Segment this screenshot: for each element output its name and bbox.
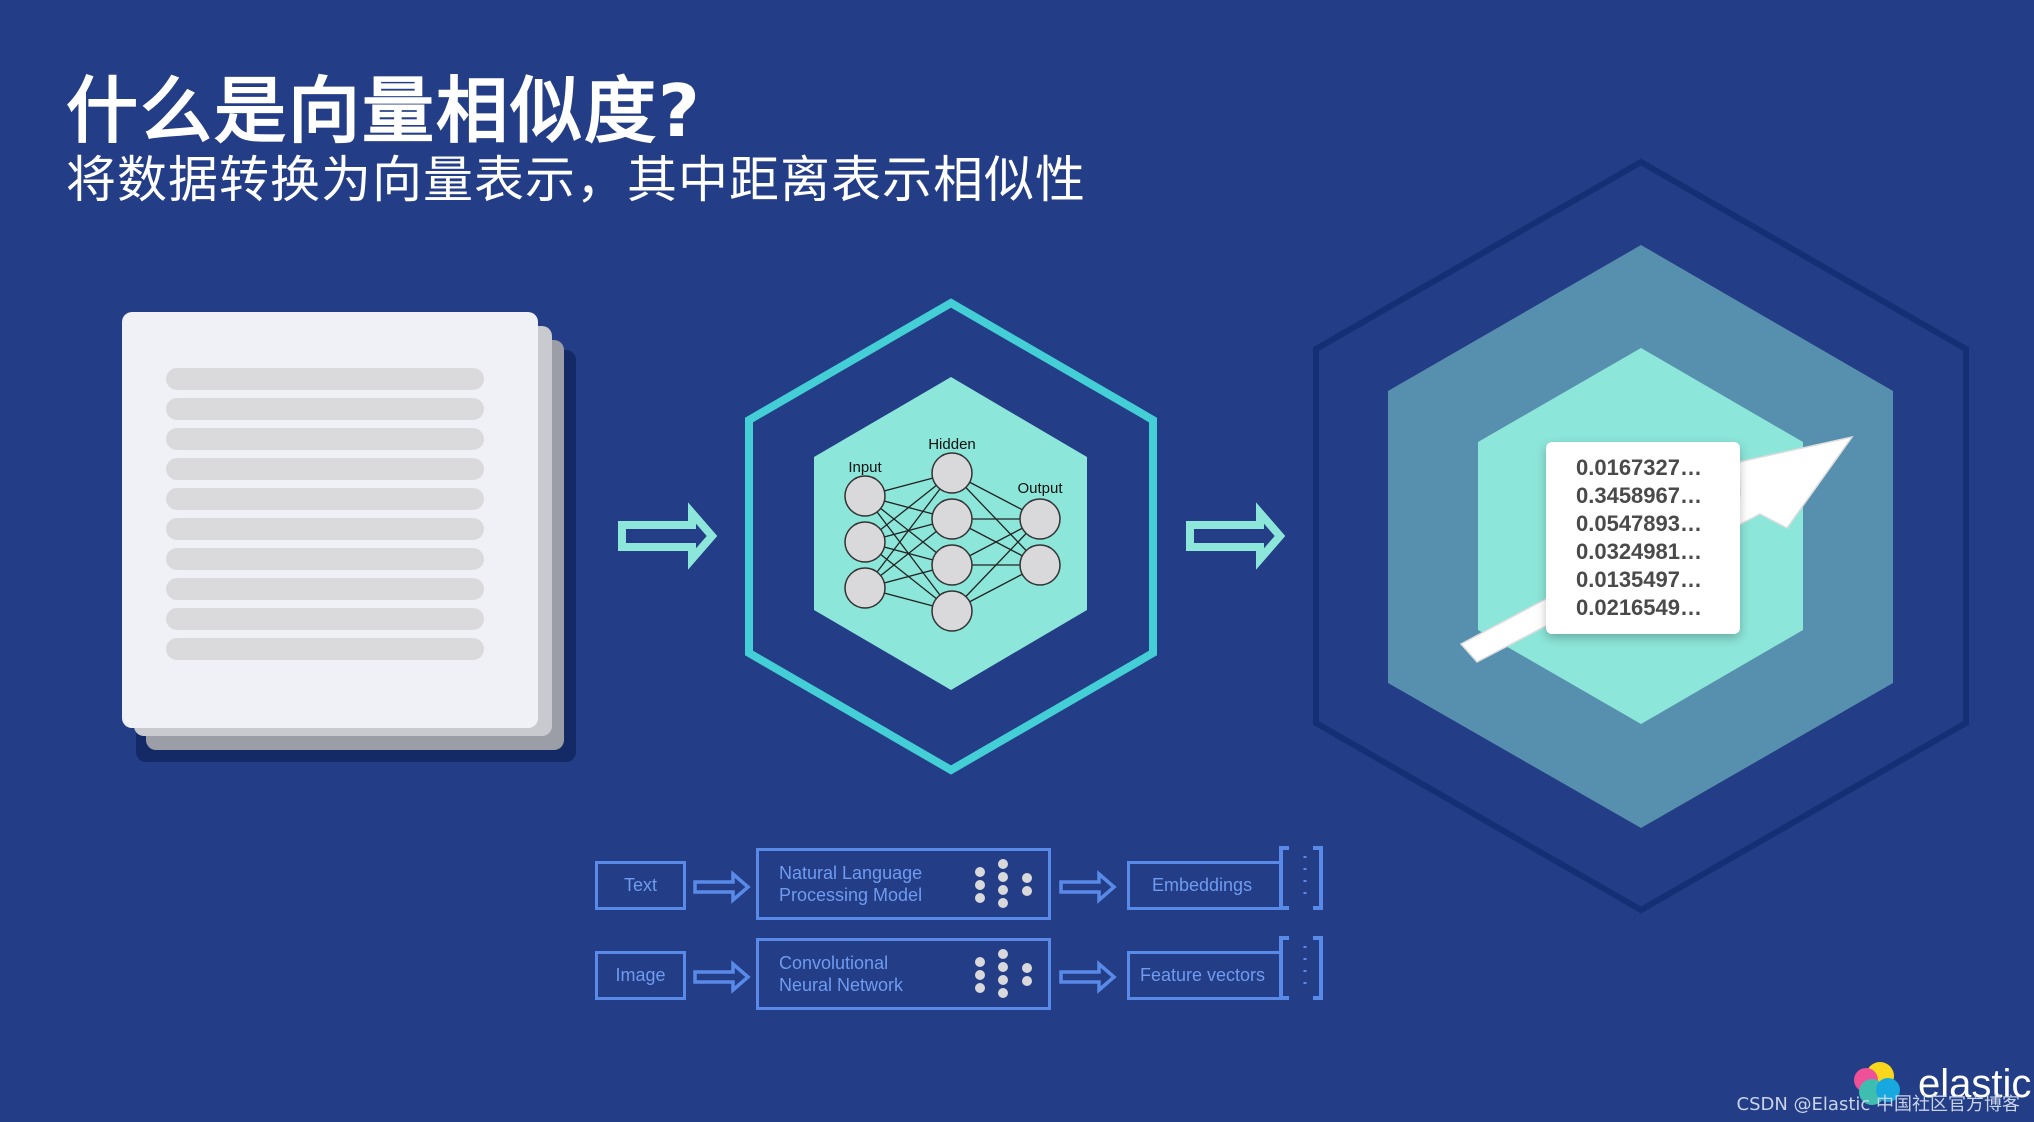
pipeline-input-label: Image: [615, 965, 666, 985]
elastic-logo-text: elastic: [1918, 1062, 2032, 1106]
pipeline-input-box: Text: [595, 861, 686, 910]
slide-subtitle: 将数据转换为向量表示，其中距离表示相似性: [66, 151, 1086, 209]
pipeline-input-label: Text: [623, 875, 657, 895]
pipeline-output-box: Feature vectors: [1127, 951, 1279, 1000]
pipeline-output-box: Embeddings: [1127, 861, 1279, 910]
watermark-text: CSDN @Elastic 中国社区官方博客: [1736, 1094, 2021, 1115]
vector-value: 0.0216549…: [1576, 595, 1702, 620]
slide-title: 什么是向量相似度?: [66, 69, 702, 153]
output-layer-label: Output: [1017, 480, 1063, 497]
hidden-layer-label: Hidden: [928, 436, 976, 453]
pipeline-model-label: Neural Network: [779, 975, 904, 995]
pipeline-model-label: Processing Model: [779, 885, 923, 905]
pipeline-model-box: Convolutional Neural Network: [756, 938, 1051, 1010]
arrow-right-icon: [693, 960, 751, 994]
neural-network-diagram: Input Hidden Output: [844, 436, 1063, 632]
vector-value: 0.0135497…: [1576, 567, 1702, 592]
pipeline-input-box: Image: [595, 951, 686, 1000]
arrow-right-icon: [693, 870, 751, 904]
document-stack-icon: [122, 312, 576, 762]
vector-value: 0.0167327…: [1576, 455, 1702, 480]
pipeline-model-box: Natural Language Processing Model: [756, 848, 1051, 920]
vector-value: 0.0547893…: [1576, 511, 1702, 536]
vector-bracket-icon: [1279, 936, 1323, 1000]
vector-bracket-icon: [1279, 846, 1323, 910]
pipeline-arrows: [693, 870, 1117, 994]
mini-network-icon: [975, 949, 1032, 998]
arrow-right-icon: [618, 502, 718, 570]
vector-values-card: 0.0167327… 0.3458967… 0.0547893… 0.03249…: [1546, 442, 1740, 634]
arrow-right-icon: [1186, 502, 1286, 570]
mini-network-icon: [975, 859, 1032, 908]
pipeline-output-label: Feature vectors: [1140, 965, 1266, 985]
vector-value: 0.0324981…: [1576, 539, 1702, 564]
input-layer-label: Input: [848, 459, 882, 476]
pipeline-model-label: Convolutional: [779, 953, 889, 973]
vector-value: 0.3458967…: [1576, 483, 1702, 508]
arrow-right-icon: [1059, 870, 1117, 904]
pipeline-output-label: Embeddings: [1152, 875, 1253, 895]
elastic-logo-icon: [1854, 1062, 1900, 1105]
pipeline-model-label: Natural Language: [779, 863, 923, 883]
arrow-right-icon: [1059, 960, 1117, 994]
